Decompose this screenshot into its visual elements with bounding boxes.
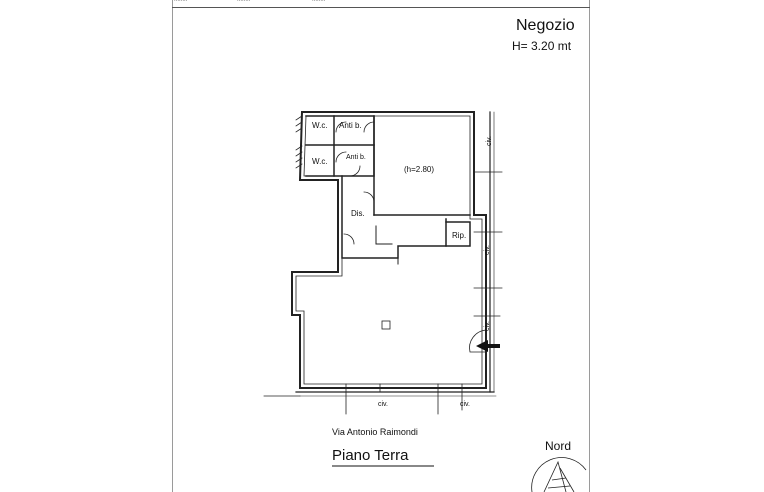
- floor-name: Piano Terra: [332, 447, 409, 464]
- title-block-strip: ........ ........ ........: [172, 0, 590, 8]
- room-label-rip: Rip.: [452, 231, 467, 240]
- north-arrow-icon: [531, 457, 587, 492]
- civic-number-label: civ.: [484, 321, 491, 331]
- window-mark: [473, 171, 503, 317]
- entrance-door: [469, 329, 487, 353]
- door-swing: [363, 191, 375, 203]
- rip-walls: [445, 221, 471, 247]
- north-label: Nord: [545, 439, 572, 453]
- column-marker: [381, 320, 391, 330]
- strip-text: ........: [174, 0, 188, 3]
- room-label-main: (h=2.80): [404, 165, 435, 174]
- room-label-anti: Anti b.: [339, 121, 362, 130]
- door-swing: [335, 121, 347, 133]
- door-swing: [335, 151, 347, 163]
- entrance-arrow: [476, 340, 500, 352]
- room-label-anti: Anti b.: [346, 154, 366, 161]
- street-name: Via Antonio Raimondi: [332, 427, 418, 437]
- dis-walls: [341, 175, 447, 259]
- strip-text: ........: [312, 0, 326, 3]
- room-label-wc: W.c.: [312, 121, 328, 130]
- height-label: H= 3.20 mt: [512, 39, 572, 53]
- door-swing: [363, 121, 375, 133]
- room-label-wc: W.c.: [312, 157, 328, 166]
- room-label-dis: Dis.: [351, 209, 365, 218]
- sheet-border: [172, 0, 590, 492]
- outer-wall: [291, 111, 487, 389]
- door-swing: [349, 165, 361, 177]
- civic-number-label: civ.: [486, 136, 493, 146]
- civic-number-label: civ.: [378, 401, 388, 408]
- civic-number-label: civ.: [460, 401, 470, 408]
- strip-text: ........: [237, 0, 251, 3]
- door-swing: [343, 233, 355, 245]
- stub-wall: [375, 225, 393, 245]
- window-mark: [345, 383, 463, 415]
- hatch: [295, 115, 303, 169]
- civic-number-label: civ.: [484, 245, 491, 255]
- plan-title: Negozio: [516, 17, 575, 34]
